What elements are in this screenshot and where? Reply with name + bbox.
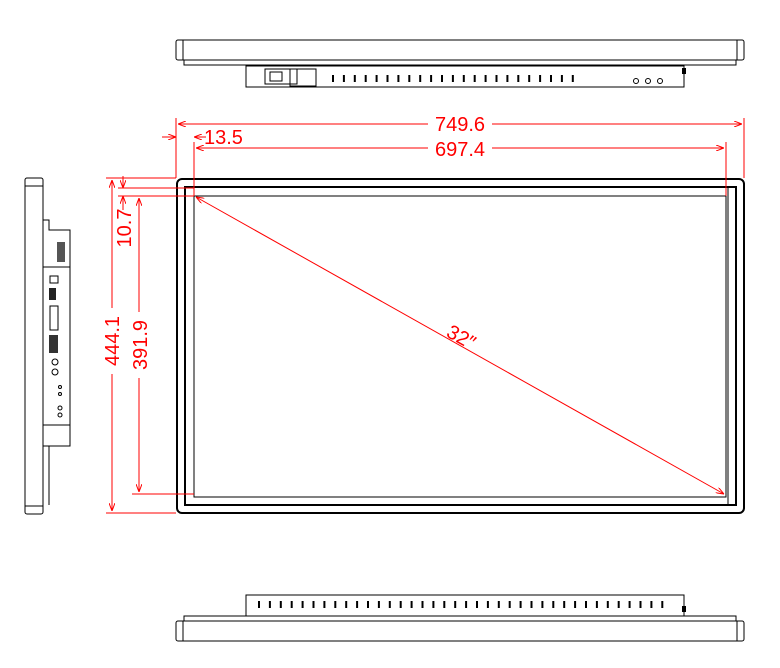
vent-slot [661,601,664,608]
vent-slot [451,75,454,82]
vent-slot [550,75,552,82]
vent-slot [323,601,326,608]
vent-slot [508,601,511,608]
vent-slot [342,75,345,82]
vent-slot [377,601,380,608]
vent-slot [563,601,566,608]
active-width-label: 697.4 [435,139,485,161]
vent-slot [462,75,465,82]
vent-slot [258,601,260,608]
vent-slot [574,601,577,608]
vent-slot [528,75,531,82]
vent-slot [506,75,509,82]
vent-slot [473,75,476,82]
top-bezel-label: 10.7 [114,209,136,248]
bezel-offset-label: 13.5 [204,127,243,149]
vent-slot [375,75,378,82]
vent-slot [397,75,400,82]
vent-slot [312,601,315,608]
vent-slot [628,601,631,608]
vent-slot [486,601,489,608]
vent-slot [410,601,413,608]
vent-slot [432,601,435,608]
vent-slot [454,601,457,608]
top-view [175,39,745,88]
vent-slot [617,601,620,608]
vent-slot [441,75,443,82]
vent-slot [585,601,587,608]
vent-slot [495,75,498,82]
vent-slot [301,601,304,608]
overall-width-label: 749.6 [435,114,485,136]
vent-slot [497,601,500,608]
vent-slot [639,601,642,608]
vent-slot [560,75,563,82]
vent-slot [353,75,356,82]
vent-slot [408,75,411,82]
vent-slot [388,601,391,608]
vent-slot [279,601,282,608]
vent-slot [430,75,433,82]
vent-slot [386,75,389,82]
vent-slot [484,75,487,82]
bottom-view [175,594,745,642]
dimensions: 749.6 13.5 697.4 10.7 444.1 391.9 32″ [102,113,745,514]
vent-slot [539,75,542,82]
vent-slot [443,601,446,608]
vent-slot [334,601,337,608]
vent-slot [476,601,478,608]
vent-slot [465,601,468,608]
vent-slot [356,601,359,608]
vent-slot [530,601,533,608]
overall-height-label: 444.1 [102,316,124,366]
vent-slot [541,601,544,608]
vent-slot [367,601,369,608]
vent-slot [552,601,555,608]
vent-slot [364,75,367,82]
vent-slot [595,601,598,608]
diagonal-size-label: 32″ [443,321,479,354]
vent-slot [571,75,574,82]
vent-slot [421,601,424,608]
active-height-label: 391.9 [130,320,152,370]
vent-slot [519,601,522,608]
vent-slot [332,75,334,82]
vent-slot [650,601,653,608]
side-view [24,177,71,515]
vent-slot [517,75,520,82]
vent-slot [345,601,348,608]
vent-slot [290,601,293,608]
vent-slot [419,75,422,82]
front-view [176,178,745,514]
vent-slot [399,601,402,608]
vent-slot [606,601,609,608]
vent-slot [268,601,271,608]
